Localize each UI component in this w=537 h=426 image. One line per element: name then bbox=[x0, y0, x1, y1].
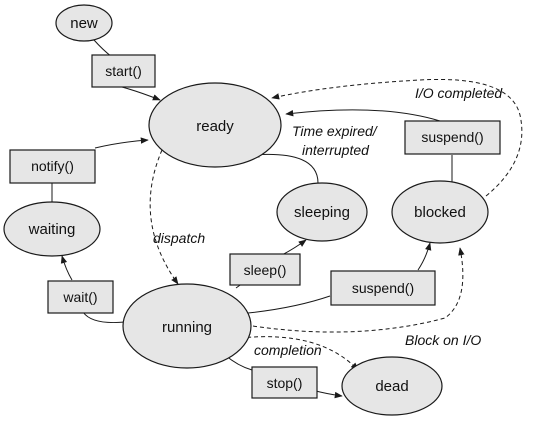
edge-block-on-io bbox=[245, 247, 465, 333]
annotation-block-on-io: Block on I/O bbox=[405, 332, 481, 348]
method-sleep-box: sleep() bbox=[229, 253, 301, 286]
method-notify-box: notify() bbox=[9, 149, 96, 184]
edge-wait-to-waiting bbox=[60, 255, 73, 281]
method-wait-box: wait() bbox=[47, 280, 114, 314]
state-new: new bbox=[55, 4, 113, 42]
annotation-completion: completion bbox=[254, 342, 322, 358]
edge-suspend-to-ready bbox=[285, 109, 441, 122]
edge-ready-to-running bbox=[149, 149, 179, 285]
state-ready-label: ready bbox=[196, 118, 234, 135]
state-running-label: running bbox=[162, 319, 212, 336]
state-sleeping-label: sleeping bbox=[294, 204, 350, 221]
method-stop-label: stop() bbox=[267, 375, 303, 391]
method-wait-label: wait() bbox=[62, 289, 97, 305]
state-sleeping: sleeping bbox=[276, 182, 368, 242]
method-sleep-label: sleep() bbox=[244, 262, 287, 278]
method-suspend-bottom-box: suspend() bbox=[330, 270, 436, 306]
edge-completion bbox=[239, 336, 359, 371]
method-suspend-top-box: suspend() bbox=[404, 120, 501, 155]
method-suspend-top-label: suspend() bbox=[421, 129, 483, 145]
annotation-interrupted: interrupted bbox=[302, 142, 370, 158]
state-blocked-label: blocked bbox=[414, 204, 466, 221]
state-waiting-label: waiting bbox=[28, 221, 76, 238]
edge-io-completed bbox=[271, 78, 523, 197]
state-dead-label: dead bbox=[375, 378, 408, 395]
edge-running-to-suspend bbox=[247, 295, 331, 314]
state-running: running bbox=[122, 283, 252, 369]
method-suspend-bottom-label: suspend() bbox=[352, 280, 414, 296]
method-start-box: start() bbox=[91, 54, 156, 88]
edge-running-to-wait bbox=[82, 311, 126, 323]
method-notify-label: notify() bbox=[31, 158, 74, 174]
annotation-io-completed: I/O completed bbox=[415, 85, 503, 101]
edge-start-to-ready bbox=[121, 86, 161, 101]
method-stop-box: stop() bbox=[251, 366, 318, 399]
annotation-dispatch: dispatch bbox=[153, 230, 205, 246]
edge-sleeping-to-ready bbox=[251, 151, 319, 184]
annotation-time-expired: Time expired/ bbox=[292, 123, 379, 139]
edge-suspend-to-blocked bbox=[417, 242, 432, 271]
state-blocked: blocked bbox=[391, 180, 489, 244]
edge-sleep-to-sleeping bbox=[281, 239, 307, 256]
state-waiting: waiting bbox=[3, 201, 101, 257]
method-start-label: start() bbox=[105, 63, 142, 79]
state-new-label: new bbox=[70, 15, 98, 32]
state-dead: dead bbox=[341, 356, 443, 416]
edge-notify-to-ready bbox=[94, 137, 149, 149]
state-ready: ready bbox=[148, 82, 282, 168]
